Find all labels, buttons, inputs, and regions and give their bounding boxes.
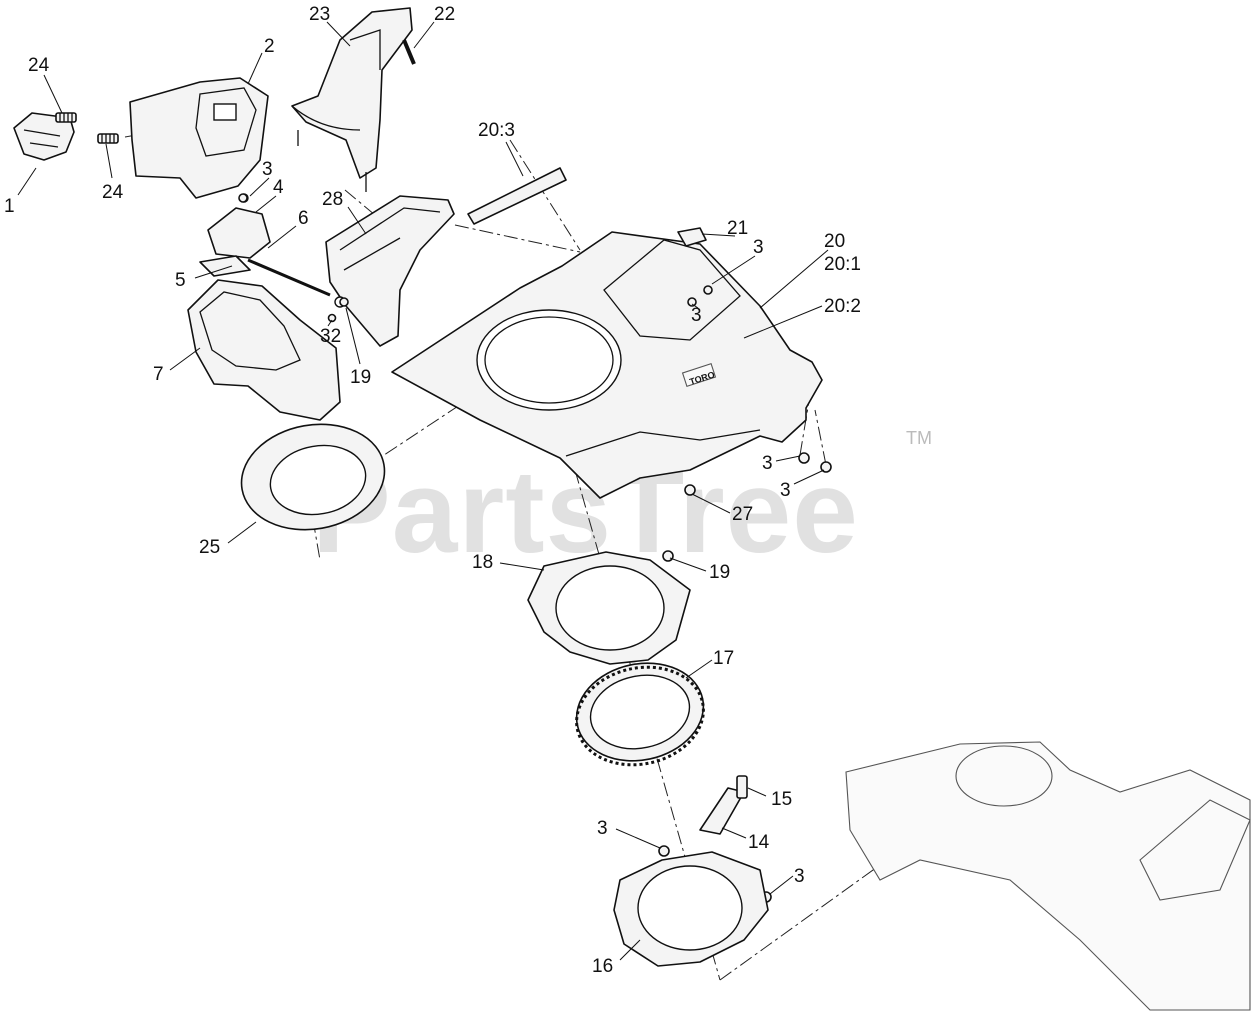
callout-3-right: 3	[753, 237, 764, 258]
callout-20: 20	[824, 231, 845, 252]
callout-4: 4	[273, 177, 284, 198]
callout-3-lower: 3	[597, 818, 608, 839]
callout-20-2: 20:2	[824, 296, 861, 317]
callout-32: 32	[320, 326, 341, 347]
callout-1: 1	[4, 196, 15, 217]
trademark-mark: TM	[906, 428, 932, 448]
part-7-chute-plate	[187, 279, 341, 421]
part-6-rod	[247, 258, 331, 297]
part-20-main-shroud: TORO	[391, 231, 823, 499]
callout-14: 14	[748, 832, 770, 853]
part-24-springs	[55, 112, 119, 144]
callout-5: 5	[175, 270, 186, 291]
callout-3-b: 3	[780, 480, 791, 501]
part-2-control-housing	[129, 77, 269, 199]
callout-labels: 24 2 23 22 1 24 3 4 20:3 28 6 21 3 20 20…	[4, 4, 861, 977]
callout-28: 28	[322, 189, 343, 210]
leader-lines	[17, 21, 829, 961]
callout-19-lower: 19	[709, 562, 730, 583]
part-17-gear-ring	[575, 662, 705, 767]
part-22-bolt	[402, 39, 416, 65]
callout-17: 17	[713, 648, 734, 669]
part-16-lower-flange	[613, 851, 769, 967]
callout-19-upper: 19	[350, 367, 371, 388]
part-23-chute-deflector	[291, 7, 413, 192]
callout-25: 25	[199, 537, 220, 558]
part-15-spring	[736, 775, 748, 799]
callout-20-3: 20:3	[478, 120, 515, 141]
auger-housing-reference	[845, 741, 1251, 1011]
callout-16: 16	[592, 956, 613, 977]
callout-21: 21	[727, 218, 748, 239]
callout-22: 22	[434, 4, 455, 25]
part-28-chute-tube	[325, 195, 455, 347]
callout-18: 18	[472, 552, 493, 573]
callout-24: 24	[28, 55, 50, 76]
callout-6: 6	[298, 208, 309, 229]
part-5-plate	[199, 255, 251, 277]
callout-3-flange: 3	[794, 866, 805, 887]
callout-7: 7	[153, 364, 164, 385]
part-25-ring	[240, 423, 386, 531]
callout-27: 27	[732, 504, 753, 525]
callout-3-bracket: 3	[262, 159, 273, 180]
callout-20-1: 20:1	[824, 254, 861, 275]
callout-3-center: 3	[691, 305, 702, 326]
part-4-pivot-bracket	[207, 193, 271, 259]
callout-2: 2	[264, 36, 275, 57]
callout-3-a: 3	[762, 453, 773, 474]
part-21-bracket	[677, 227, 707, 247]
callout-23: 23	[309, 4, 330, 25]
callout-15: 15	[771, 789, 792, 810]
part-20-3-strip	[467, 167, 567, 225]
part-1-handle-grip	[13, 112, 75, 161]
callout-24-lower: 24	[102, 182, 124, 203]
part-18-flange-plate	[527, 551, 691, 665]
